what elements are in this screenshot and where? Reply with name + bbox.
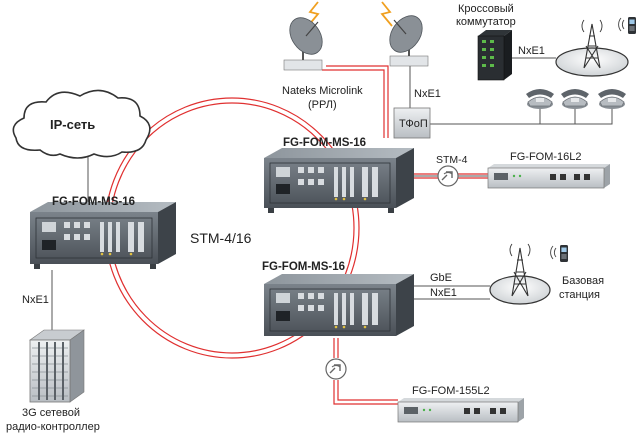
rnc-label-line2: радио-контроллер xyxy=(6,421,100,433)
ip-network-label: IP-сеть xyxy=(50,117,95,132)
link-left-down-label: NxE1 xyxy=(22,294,49,306)
link-switch-tower-label: NxE1 xyxy=(518,45,545,57)
switch-label-line2: коммутатор xyxy=(456,16,516,28)
cloud-icon xyxy=(12,89,151,159)
cross-connect-switch-icon xyxy=(477,30,512,81)
radio-tower-icon xyxy=(555,19,629,77)
link-tfop-phones xyxy=(430,108,613,125)
node-bottom-chassis xyxy=(264,274,414,336)
node-left-chassis xyxy=(30,202,176,269)
node-left-label: FG-FOM-MS-16 xyxy=(52,196,135,208)
link-gbe-label: GbE xyxy=(430,272,452,284)
node-top-chassis xyxy=(264,148,414,213)
server-rack-icon xyxy=(29,329,85,403)
mobile-phone-icon xyxy=(618,16,637,35)
switch-label-line1: Кроссовый xyxy=(458,3,514,15)
radio-tower-icon xyxy=(489,243,551,305)
radio-label-line2: (РРЛ) xyxy=(308,99,337,111)
fg-fom-155l2-device xyxy=(397,398,524,423)
satellite-dish-icon xyxy=(389,15,429,67)
rnc-label-line1: 3G сетевой xyxy=(22,407,80,419)
node-bottom-label: FG-FOM-MS-16 xyxy=(262,261,345,273)
ring-label: STM-4/16 xyxy=(190,230,252,246)
telephone-icon xyxy=(560,88,590,110)
mobile-phone-icon xyxy=(550,244,569,263)
optical-converter-icon xyxy=(437,165,459,187)
fg155l2-label: FG-FOM-155L2 xyxy=(412,385,490,397)
bs-label-line1: Базовая xyxy=(562,275,604,287)
link-stm4-label: STM-4 xyxy=(436,154,468,166)
links xyxy=(51,57,613,335)
tfop-label: ТФоП xyxy=(399,118,428,130)
link-nxe1-bs-label: NxE1 xyxy=(430,287,457,299)
bs-label-line2: станция xyxy=(559,289,600,301)
satellite-dish-icon xyxy=(283,17,323,71)
fg16l2-label: FG-FOM-16L2 xyxy=(510,151,582,163)
radio-label-line1: Nateks Microlink xyxy=(282,85,363,97)
telephone-icon xyxy=(525,88,555,110)
tfop-switch-box xyxy=(393,107,431,139)
telephone-icon xyxy=(597,88,627,110)
fg-fom-16l2-device xyxy=(487,164,610,189)
radio-link-lightning xyxy=(307,1,393,27)
optical-converter-icon xyxy=(325,358,347,380)
node-top-label: FG-FOM-MS-16 xyxy=(283,137,366,149)
link-radio-tfop-label: NxE1 xyxy=(414,88,441,100)
